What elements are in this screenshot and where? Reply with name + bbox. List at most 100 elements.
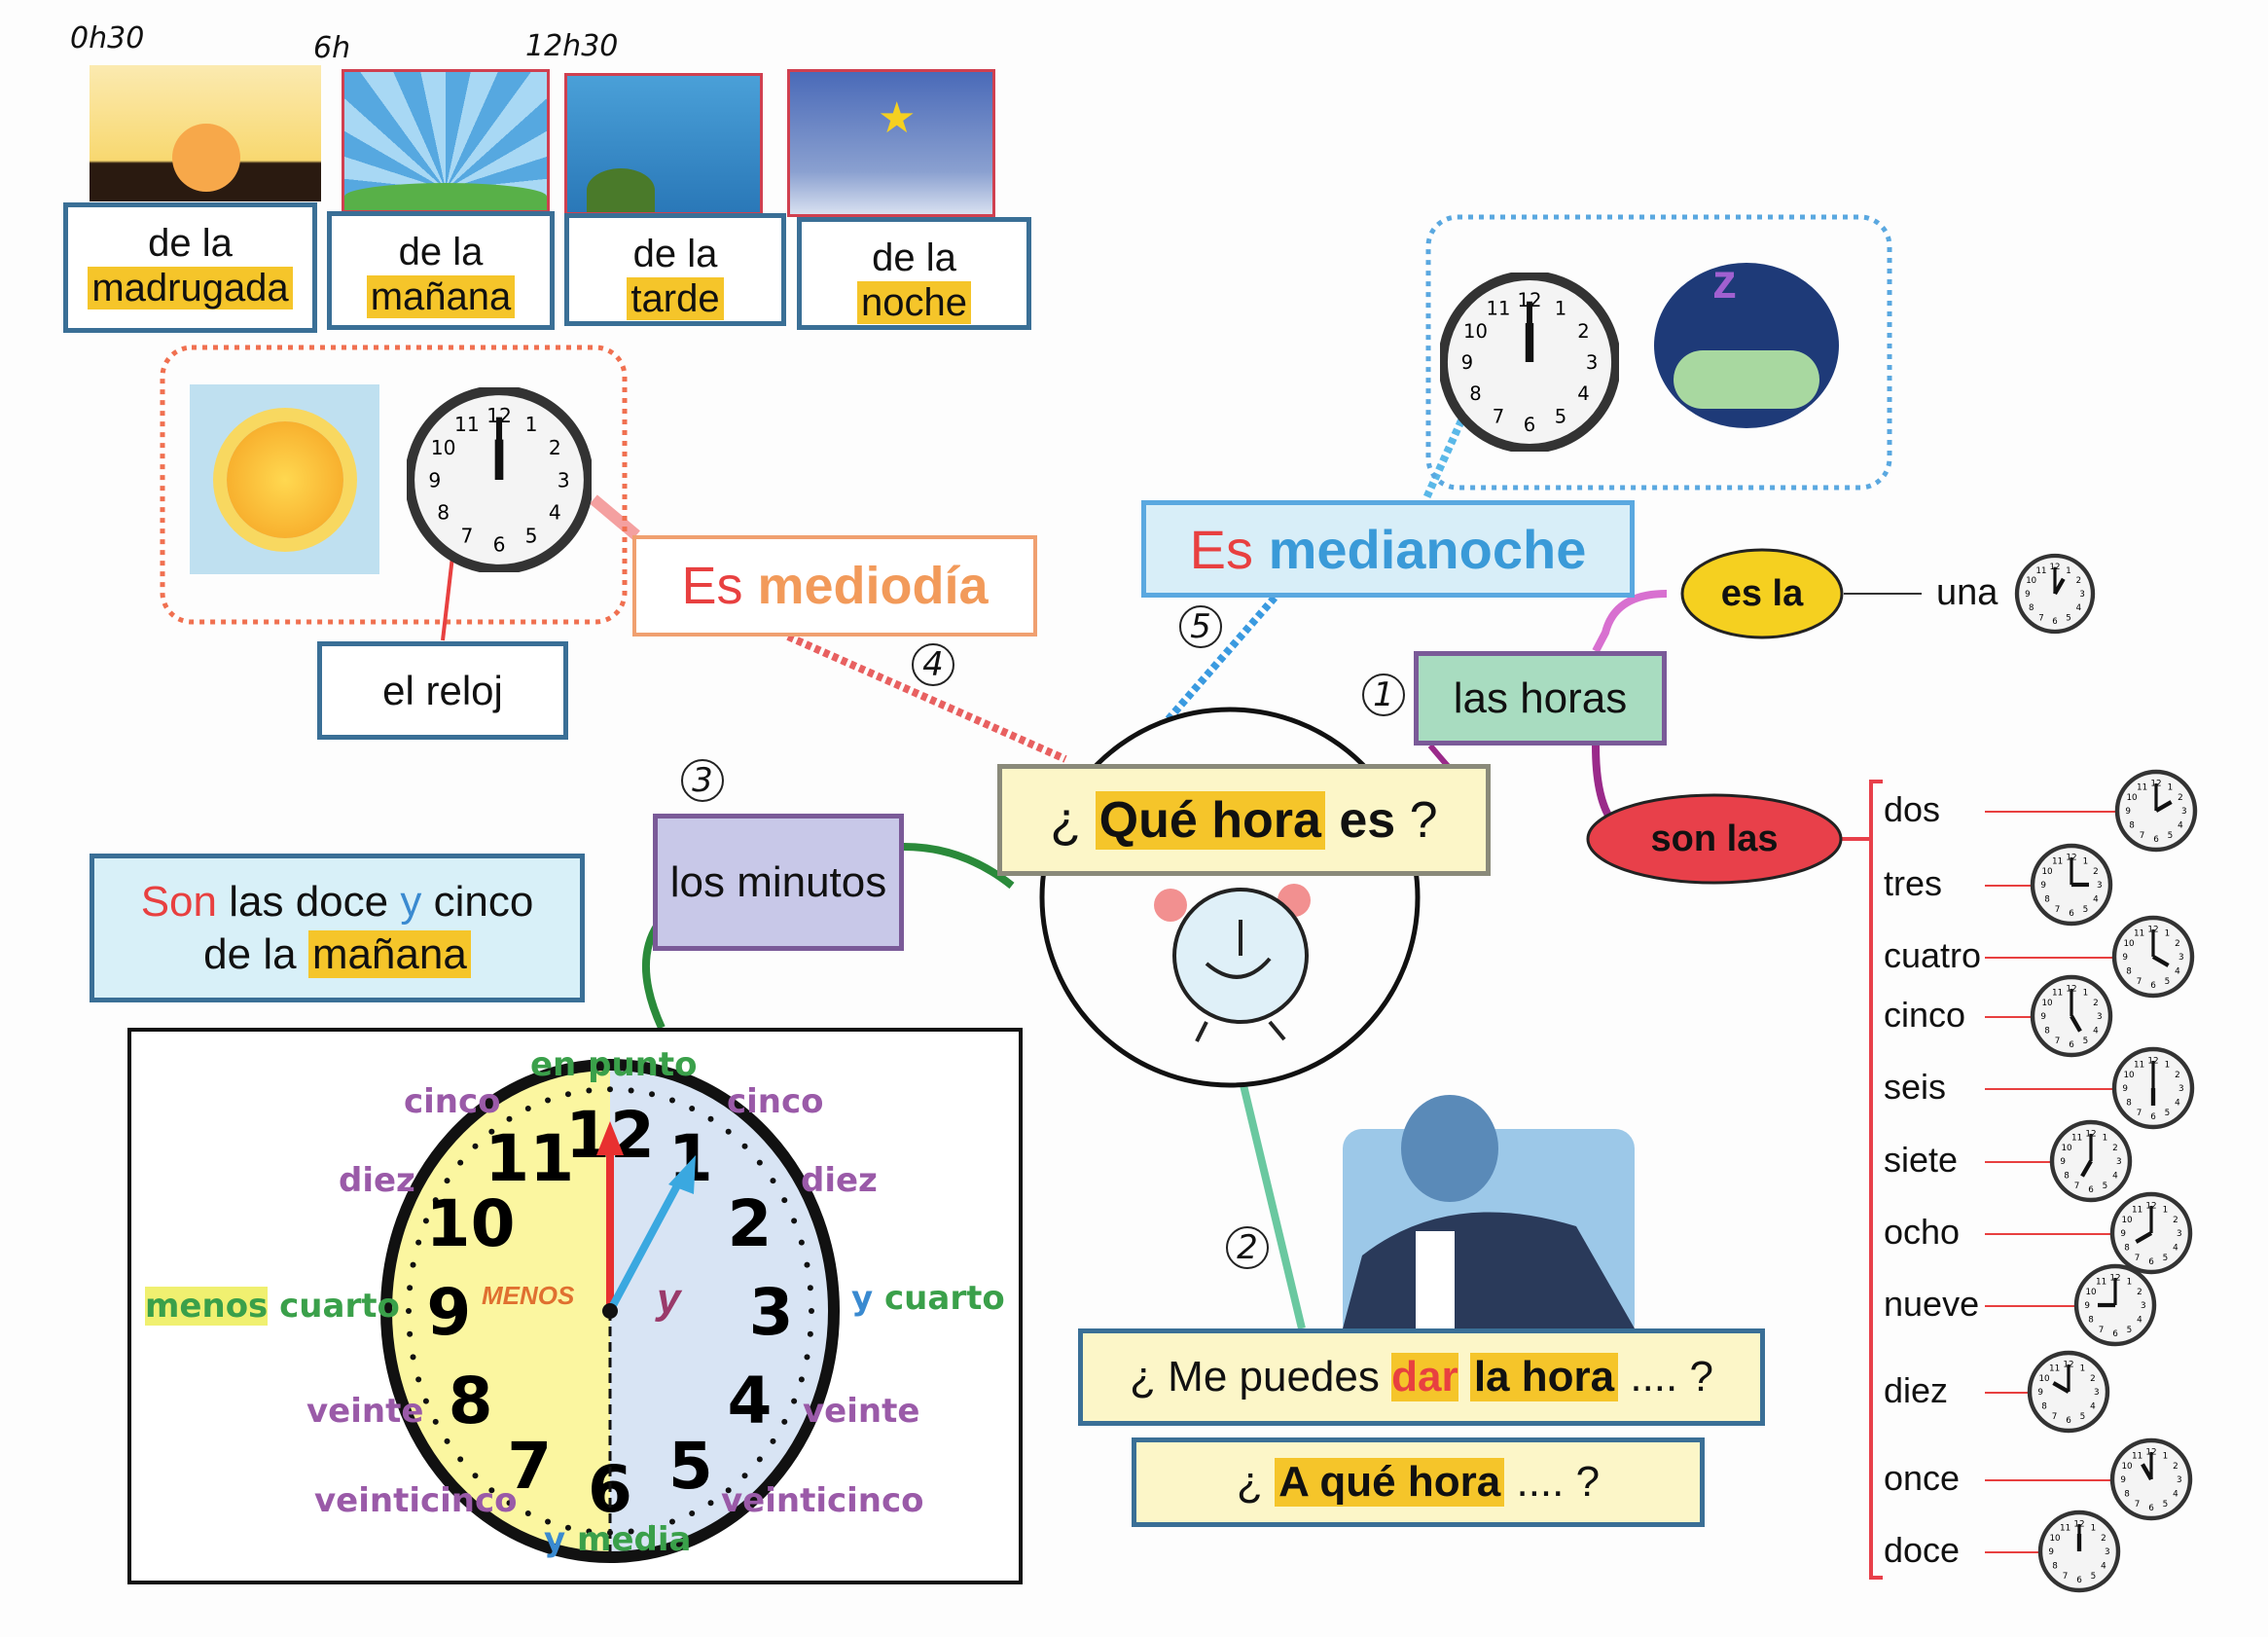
- svg-text:8: 8: [2052, 1562, 2058, 1572]
- svg-text:6: 6: [2150, 1112, 2156, 1122]
- hour-label: cuatro: [1884, 935, 1982, 975]
- hour-connector: [1985, 811, 2117, 813]
- svg-text:3: 3: [749, 1275, 794, 1350]
- q-open: ¿: [1050, 791, 1082, 849]
- me-puedes-dar-la-hora-question: ¿ Me puedes dar la hora .... ?: [1078, 1328, 1765, 1426]
- step-number: 1: [1362, 673, 1405, 716]
- svg-text:2: 2: [2090, 1374, 2096, 1384]
- svg-text:5: 5: [2165, 1109, 2171, 1118]
- cinco-right-label: cinco: [727, 1082, 824, 1121]
- svg-text:1: 1: [525, 413, 538, 436]
- svg-text:2: 2: [2178, 793, 2183, 803]
- svg-text:6: 6: [2153, 835, 2159, 845]
- svg-text:4: 4: [727, 1364, 772, 1438]
- step-number: 5: [1179, 605, 1222, 648]
- svg-text:2: 2: [2173, 1462, 2178, 1472]
- svg-text:3: 3: [2097, 1012, 2103, 1022]
- morning-image: [342, 69, 550, 213]
- el-reloj-label: el reloj: [317, 641, 568, 740]
- svg-text:8: 8: [2126, 1099, 2132, 1109]
- svg-text:2: 2: [2093, 999, 2099, 1008]
- en-punto-label: en punto: [530, 1045, 698, 1084]
- svg-text:1: 1: [2066, 566, 2070, 576]
- svg-text:3: 3: [2178, 1084, 2184, 1094]
- q-open: ¿: [1236, 1458, 1263, 1506]
- svg-text:1: 1: [2165, 928, 2171, 938]
- svg-text:6: 6: [2148, 1257, 2154, 1267]
- svg-text:7: 7: [2135, 1254, 2141, 1263]
- svg-text:3: 3: [2116, 1157, 2122, 1167]
- hour-label: seis: [1884, 1067, 1947, 1107]
- hour-connector: [1985, 1551, 2040, 1553]
- step-number: 3: [681, 759, 724, 802]
- svg-text:6: 6: [2066, 1416, 2071, 1426]
- y-label: y: [544, 1520, 566, 1559]
- svg-text:4: 4: [2173, 1490, 2178, 1500]
- es-word: es: [1339, 791, 1396, 849]
- q-end: .... ?: [1516, 1458, 1601, 1506]
- es-word: Es: [681, 557, 743, 615]
- svg-text:9: 9: [2125, 807, 2131, 817]
- sleeping-child-icon: z: [1654, 254, 1839, 428]
- svg-text:4: 4: [2076, 603, 2081, 613]
- svg-text:2: 2: [2175, 1071, 2180, 1080]
- svg-text:10: 10: [2061, 1144, 2072, 1153]
- hour-connector: [1985, 1479, 2112, 1481]
- svg-text:3: 3: [2105, 1547, 2110, 1557]
- svg-text:2: 2: [1577, 320, 1589, 343]
- svg-text:11: 11: [454, 413, 480, 436]
- svg-text:7: 7: [2137, 1109, 2142, 1118]
- svg-text:8: 8: [2129, 821, 2135, 831]
- menos-label: menos: [145, 1287, 269, 1326]
- svg-text:1: 1: [2083, 988, 2089, 998]
- svg-text:11: 11: [2049, 1364, 2060, 1373]
- svg-text:5: 5: [2168, 831, 2174, 841]
- svg-text:7: 7: [507, 1429, 552, 1504]
- svg-text:4: 4: [2175, 1099, 2180, 1109]
- hour-label: diez: [1884, 1370, 1949, 1410]
- y-word: y: [400, 877, 422, 926]
- hour-connector: [1985, 957, 2114, 959]
- svg-text:3: 3: [2079, 590, 2084, 600]
- alarm-clock-icon: [1154, 884, 1311, 1042]
- svg-text:10: 10: [2126, 793, 2138, 803]
- cinco-left-label: cinco: [404, 1082, 501, 1121]
- svg-text:3: 3: [1586, 351, 1598, 374]
- svg-text:11: 11: [2052, 856, 2063, 866]
- svg-text:12: 12: [1518, 289, 1542, 311]
- q-close: ?: [1409, 791, 1438, 849]
- svg-text:6: 6: [2150, 981, 2156, 991]
- svg-text:3: 3: [2141, 1301, 2146, 1311]
- q-text: ¿ Me puedes: [1130, 1353, 1380, 1401]
- svg-text:6: 6: [2069, 1040, 2074, 1050]
- svg-text:3: 3: [2097, 881, 2103, 891]
- svg-text:7: 7: [2063, 1572, 2069, 1582]
- svg-text:3: 3: [2094, 1388, 2100, 1398]
- period-word: madrugada: [88, 267, 293, 309]
- son-las-label: son las: [1650, 818, 1779, 859]
- svg-text:9: 9: [2040, 881, 2046, 891]
- svg-text:9: 9: [2060, 1157, 2066, 1167]
- mediodia-word: mediodía: [757, 557, 989, 615]
- svg-text:2: 2: [549, 436, 561, 459]
- veinte-left-label: veinte: [306, 1392, 424, 1431]
- de-la-words: de la: [203, 929, 297, 978]
- cuarto-left-label: cuarto: [279, 1287, 400, 1326]
- hour-label: dos: [1884, 789, 1941, 829]
- hour-label: nueve: [1884, 1284, 1980, 1324]
- period-prefix: de la: [148, 222, 233, 265]
- hour-label: ocho: [1884, 1212, 1961, 1252]
- svg-text:8: 8: [2088, 1316, 2094, 1326]
- svg-text:11: 11: [2071, 1133, 2082, 1143]
- svg-text:5: 5: [2083, 905, 2089, 915]
- diez-left-label: diez: [339, 1161, 415, 1200]
- hour-label: doce: [1884, 1530, 1961, 1570]
- svg-text:9: 9: [2040, 1012, 2046, 1022]
